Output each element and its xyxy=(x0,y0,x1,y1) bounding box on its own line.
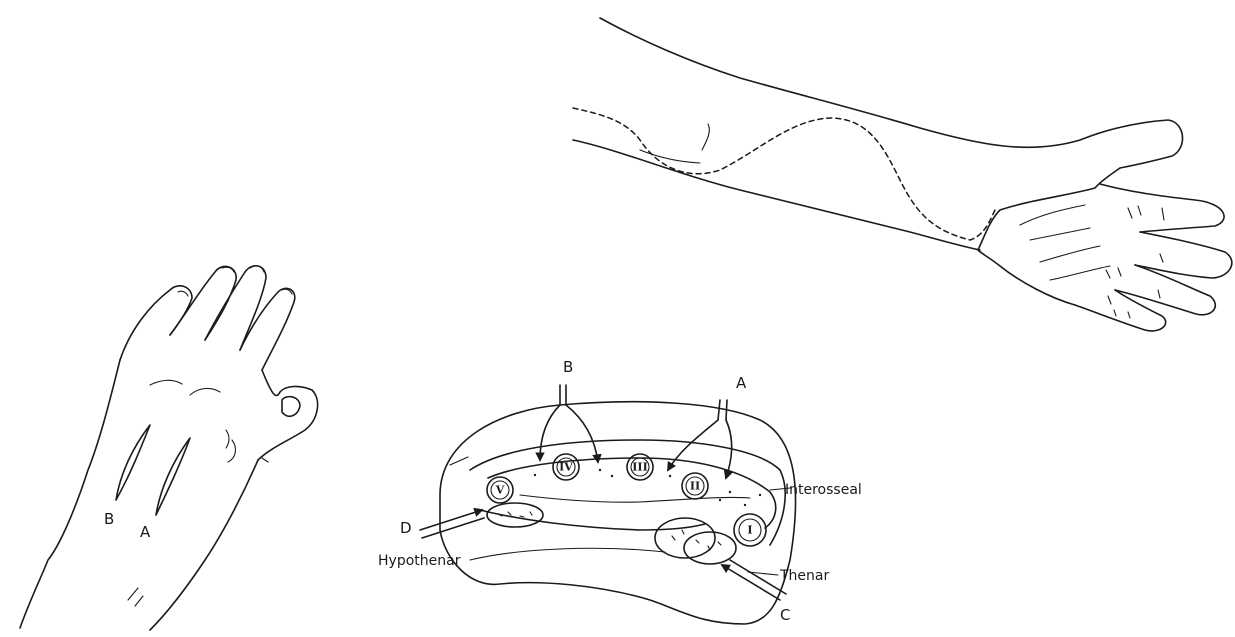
interosseal-label: Interosseal xyxy=(785,482,862,498)
compartment-i: I xyxy=(734,514,766,546)
section-label-b: B xyxy=(563,358,573,376)
compartment-iv: IV xyxy=(553,454,579,480)
svg-text:IV: IV xyxy=(559,461,573,474)
incision-b-arrows xyxy=(540,385,598,462)
incision-c-arrow xyxy=(722,560,786,600)
section-label-c: C xyxy=(780,606,790,624)
forearm-sketch xyxy=(573,18,1232,331)
svg-text:V: V xyxy=(495,484,505,497)
compartment-ii: II xyxy=(682,473,708,499)
compartment-v: V xyxy=(487,477,513,503)
incision-a-arrows xyxy=(668,400,732,478)
hand-sketch xyxy=(20,266,318,630)
hypothenar-leader xyxy=(470,548,665,560)
incision-d-arrow xyxy=(420,510,484,538)
svg-text:I: I xyxy=(747,524,752,537)
hypothenar-label: Hypothenar xyxy=(378,553,461,569)
hand-label-b: B xyxy=(104,510,114,528)
section-label-a: A xyxy=(736,374,747,392)
thenar-compartment xyxy=(655,518,736,564)
svg-text:II: II xyxy=(690,480,700,493)
compartment-iii: III xyxy=(627,454,653,480)
section-label-d: D xyxy=(400,519,412,537)
hand-label-a: A xyxy=(140,523,151,541)
cross-section-diagram xyxy=(440,402,796,624)
svg-text:III: III xyxy=(632,461,647,474)
thenar-label: Thenar xyxy=(779,568,829,584)
hypothenar-compartment xyxy=(487,503,543,527)
